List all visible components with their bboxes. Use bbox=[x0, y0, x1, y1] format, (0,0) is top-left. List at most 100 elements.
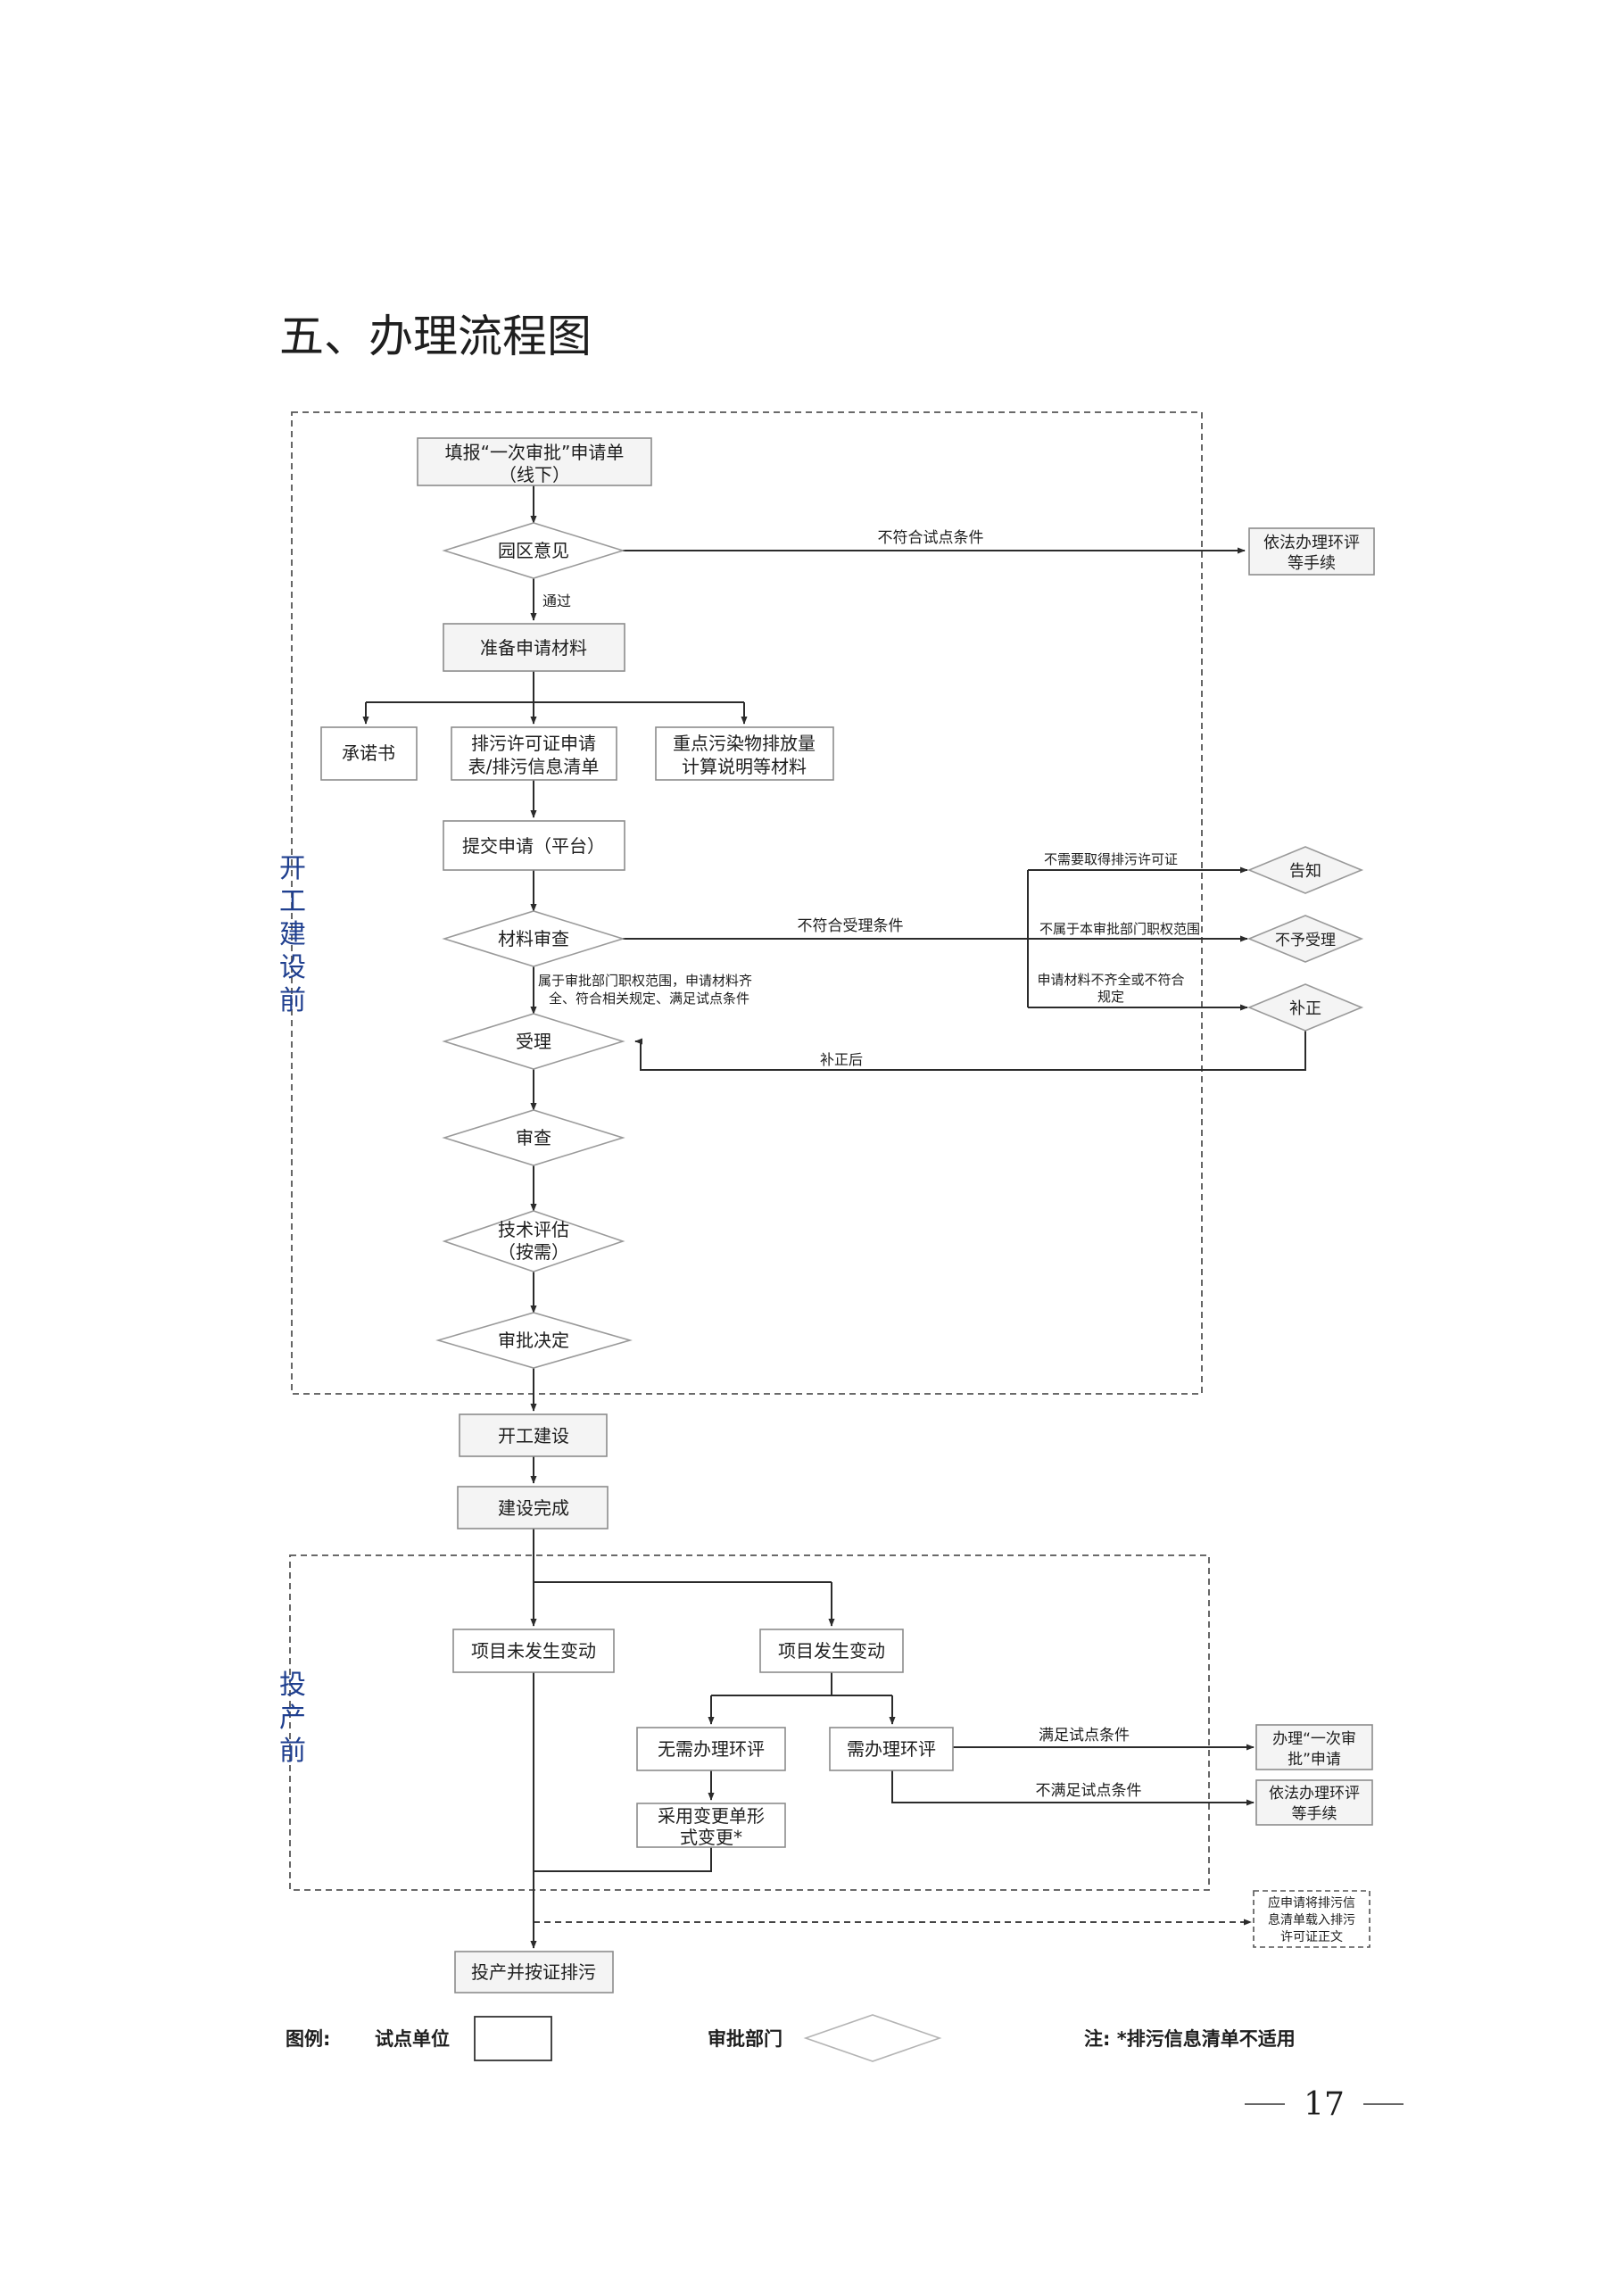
zone-char: 投 bbox=[279, 1670, 306, 1701]
legend-rect-swatch bbox=[474, 2016, 552, 2061]
node-text: 应申请将排污信 bbox=[1268, 1895, 1355, 1911]
node-text: 依法办理环评 bbox=[1269, 1785, 1360, 1803]
node-text: 投产并按证排污 bbox=[471, 1961, 596, 1983]
node-changed: 项目发生变动 bbox=[759, 1629, 904, 1673]
legend-approval-dept: 审批部门 bbox=[708, 2028, 783, 2050]
node-text: 受理 bbox=[516, 1031, 551, 1052]
zone-char: 开 bbox=[279, 853, 306, 884]
node-text: 准备申请材料 bbox=[480, 637, 587, 659]
edge-supplement-return bbox=[640, 1031, 1306, 1071]
node-construction-done: 建设完成 bbox=[457, 1486, 609, 1529]
node-text: 需办理环评 bbox=[847, 1738, 936, 1760]
edge-label-meets-pilot: 满足试点条件 bbox=[1039, 1727, 1130, 1745]
legend-pilot-unit: 试点单位 bbox=[375, 2028, 450, 2050]
node-text: 无需办理环评 bbox=[658, 1738, 765, 1760]
zone-label-before-production: 投 产 前 bbox=[279, 1670, 306, 1767]
node-text: 建设完成 bbox=[498, 1497, 569, 1519]
node-text: 采用变更单形 bbox=[658, 1805, 765, 1827]
node-supplement: 补正 bbox=[1246, 983, 1364, 1032]
node-no-change: 项目未发生变动 bbox=[452, 1629, 615, 1673]
zone-char: 前 bbox=[279, 1736, 306, 1767]
edge-label-in-scope: 属于审批部门职权范围，申请材料齐 bbox=[538, 973, 752, 989]
node-text: 批”申请 bbox=[1288, 1751, 1341, 1769]
node-accept: 受理 bbox=[442, 1013, 625, 1070]
node-decision: 审批决定 bbox=[435, 1312, 633, 1369]
node-eia-procedures-1: 依法办理环评 等手续 bbox=[1248, 527, 1375, 576]
node-submit: 提交申请（平台） bbox=[443, 820, 625, 871]
node-text: 填报“一次审批”申请单 bbox=[445, 442, 625, 463]
node-text: 许可证正文 bbox=[1280, 1930, 1343, 1944]
legend-label: 图例: bbox=[286, 2028, 330, 2050]
legend: 图例: 试点单位 审批部门 注: *排污信息清单不适用 bbox=[286, 2014, 1296, 2062]
node-permit-form: 排污许可证申请 表/排污信息清单 bbox=[451, 726, 617, 781]
legend-diamond-swatch bbox=[803, 2014, 942, 2062]
node-text: 等手续 bbox=[1292, 1805, 1337, 1823]
node-load-info: 应申请将排污信 息清单载入排污 许可证正文 bbox=[1253, 1890, 1370, 1948]
node-text: 重点污染物排放量 bbox=[673, 733, 816, 754]
page-title: 五、办理流程图 bbox=[279, 311, 592, 362]
node-text: 息清单载入排污 bbox=[1268, 1912, 1355, 1927]
zone-char: 设 bbox=[279, 952, 306, 983]
edge-label-incomplete: 申请材料不齐全或不符合 bbox=[1037, 972, 1184, 988]
node-text: 审批决定 bbox=[498, 1330, 569, 1351]
zone-char: 建 bbox=[279, 919, 306, 950]
node-text: 补正 bbox=[1289, 999, 1321, 1018]
node-text: 告知 bbox=[1289, 862, 1321, 881]
node-text: 计算说明等材料 bbox=[682, 756, 807, 777]
zone-char: 前 bbox=[279, 985, 306, 1016]
node-text: 提交申请（平台） bbox=[462, 835, 605, 857]
node-review: 审查 bbox=[442, 1109, 625, 1166]
edge-to-eia-2-path bbox=[891, 1770, 1254, 1803]
node-start-construction: 开工建设 bbox=[459, 1413, 608, 1457]
node-text: 项目发生变动 bbox=[778, 1640, 885, 1662]
node-tech-eval: 技术评估 （按需） bbox=[442, 1210, 625, 1272]
node-text: 办理“一次审 bbox=[1272, 1730, 1356, 1748]
node-text: 式变更* bbox=[680, 1827, 742, 1848]
node-text: 材料审查 bbox=[498, 928, 569, 949]
zone-char: 产 bbox=[279, 1703, 306, 1734]
zone-label-before-construction: 开 工 建 设 前 bbox=[279, 853, 306, 1016]
page-number: 17 bbox=[1304, 2086, 1345, 2123]
edge-change-form-return bbox=[534, 1847, 712, 1872]
node-reject: 不予受理 bbox=[1246, 915, 1364, 963]
node-prepare-materials: 准备申请材料 bbox=[443, 623, 625, 672]
node-material-review: 材料审查 bbox=[442, 910, 625, 967]
page-number-block: 17 bbox=[1245, 2086, 1404, 2123]
node-text: （按需） bbox=[498, 1241, 569, 1263]
node-text: 排污许可证申请 bbox=[471, 733, 596, 754]
node-apply-once: 办理“一次审 批”申请 bbox=[1255, 1724, 1373, 1770]
edge-label-incomplete: 规定 bbox=[1097, 989, 1124, 1005]
node-text: （线下） bbox=[499, 464, 570, 485]
edge-label-in-scope: 全、符合相关规定、满足试点条件 bbox=[549, 991, 749, 1007]
edge-label-not-meets-pilot: 不满足试点条件 bbox=[1036, 1782, 1142, 1800]
node-text: 承诺书 bbox=[342, 742, 395, 764]
node-park-opinion: 园区意见 bbox=[442, 522, 625, 579]
edge-label-after-fix: 补正后 bbox=[820, 1051, 863, 1068]
node-text: 等手续 bbox=[1288, 554, 1336, 573]
node-text: 开工建设 bbox=[498, 1425, 569, 1446]
node-text: 项目未发生变动 bbox=[471, 1640, 596, 1662]
node-need-eia: 需办理环评 bbox=[829, 1727, 954, 1771]
node-no-eia: 无需办理环评 bbox=[636, 1727, 786, 1771]
node-pollutant-calc: 重点污染物排放量 计算说明等材料 bbox=[655, 726, 834, 781]
edge-label-not-accept: 不符合受理条件 bbox=[798, 917, 904, 935]
node-text: 园区意见 bbox=[498, 540, 569, 561]
node-production: 投产并按证排污 bbox=[454, 1951, 614, 1993]
node-text: 技术评估 bbox=[498, 1219, 569, 1240]
zone-char: 工 bbox=[279, 886, 306, 917]
node-text: 不予受理 bbox=[1275, 932, 1336, 949]
edge-label-not-in-scope: 不属于本审批部门职权范围 bbox=[1039, 921, 1200, 937]
node-fill-form: 填报“一次审批”申请单 （线下） bbox=[417, 437, 652, 486]
edge-label-not-pilot: 不符合试点条件 bbox=[878, 529, 984, 547]
node-change-form: 采用变更单形 式变更* bbox=[636, 1803, 786, 1848]
node-commitment: 承诺书 bbox=[320, 726, 418, 781]
node-eia-procedures-2: 依法办理环评 等手续 bbox=[1255, 1779, 1373, 1826]
legend-note: 注: *排污信息清单不适用 bbox=[1084, 2028, 1296, 2050]
node-text: 依法办理环评 bbox=[1263, 534, 1360, 552]
node-text: 审查 bbox=[516, 1127, 551, 1148]
node-inform: 告知 bbox=[1246, 846, 1364, 894]
node-text: 表/排污信息清单 bbox=[468, 756, 600, 777]
zone-before-construction bbox=[291, 411, 1203, 1395]
